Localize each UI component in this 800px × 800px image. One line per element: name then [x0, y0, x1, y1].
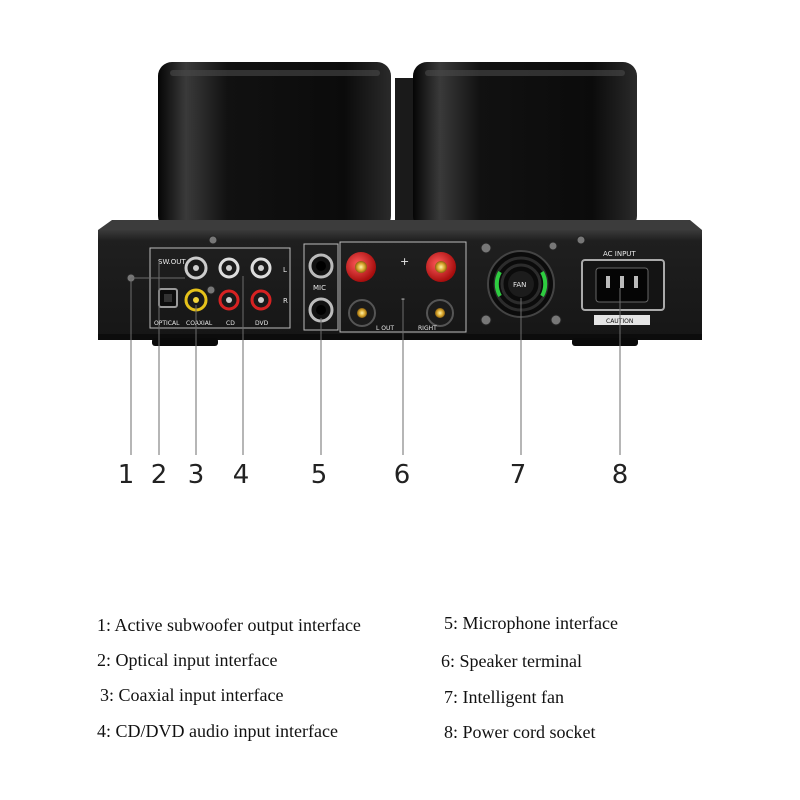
right-transformer — [413, 62, 637, 230]
callout-number-5: 5 — [311, 460, 328, 490]
rear-panel: SW.OUT OPTICAL COAXIAL CD DVD L R — [98, 220, 702, 346]
callout-number-2: 2 — [151, 460, 168, 490]
optical-jack — [158, 288, 178, 308]
mic-jack-bottom — [308, 297, 334, 323]
fan-label: FAN — [513, 281, 526, 289]
callout-numbers: 1 2 3 4 5 6 7 8 — [118, 460, 629, 490]
mic-jack-top — [308, 253, 334, 279]
right-channel-label: R — [283, 297, 288, 305]
minus-label: - — [401, 292, 405, 305]
legend-item-8: 8: Power cord socket — [444, 722, 596, 742]
sw-out-rca-jack — [184, 256, 208, 280]
cd-left-jack — [218, 257, 240, 279]
legend-item-4: 4: CD/DVD audio input interface — [97, 721, 338, 741]
legend-item-7: 7: Intelligent fan — [444, 687, 564, 707]
ac-input-label: AC INPUT — [603, 250, 636, 258]
right-positive-terminal — [426, 252, 456, 282]
dvd-left-jack — [250, 257, 272, 279]
right-foot — [572, 338, 638, 346]
left-foot — [152, 338, 218, 346]
sw-out-label: SW.OUT — [158, 258, 186, 266]
right-out-label: RIGHT — [418, 325, 437, 332]
legend-item-2: 2: Optical input interface — [97, 650, 278, 670]
left-transformer — [158, 62, 391, 230]
callout-line-1 — [130, 277, 185, 455]
legend-item-1: 1: Active subwoofer output interface — [97, 615, 361, 635]
left-positive-terminal — [346, 252, 376, 282]
callout-number-3: 3 — [188, 460, 205, 490]
legend-item-5: 5: Microphone interface — [444, 613, 618, 633]
right-negative-terminal — [426, 299, 454, 327]
callout-number-1: 1 — [118, 460, 135, 490]
left-channel-label: L — [283, 266, 287, 274]
left-negative-terminal — [348, 299, 376, 327]
legend-item-3: 3: Coaxial input interface — [100, 685, 284, 705]
mic-label: MIC — [313, 284, 326, 292]
coaxial-label: COAXIAL — [186, 320, 213, 327]
callout-number-8: 8 — [612, 460, 629, 490]
transformer-covers — [158, 62, 637, 230]
input-panel-frame — [149, 247, 291, 329]
plus-label: + — [400, 255, 409, 268]
cd-right-jack — [218, 289, 240, 311]
callout-lines — [130, 262, 621, 455]
dvd-label: DVD — [255, 320, 269, 327]
callout-number-6: 6 — [394, 460, 411, 490]
cd-label: CD — [226, 320, 235, 327]
legend-item-6: 6: Speaker terminal — [441, 651, 582, 671]
panel-screws — [126, 235, 586, 326]
ac-input-socket: AC INPUT CAUTION — [581, 250, 665, 325]
dvd-right-jack — [250, 289, 272, 311]
optical-label: OPTICAL — [154, 320, 180, 327]
left-out-label: L OUT — [376, 325, 394, 332]
callout-number-4: 4 — [233, 460, 250, 490]
callout-number-7: 7 — [510, 460, 527, 490]
